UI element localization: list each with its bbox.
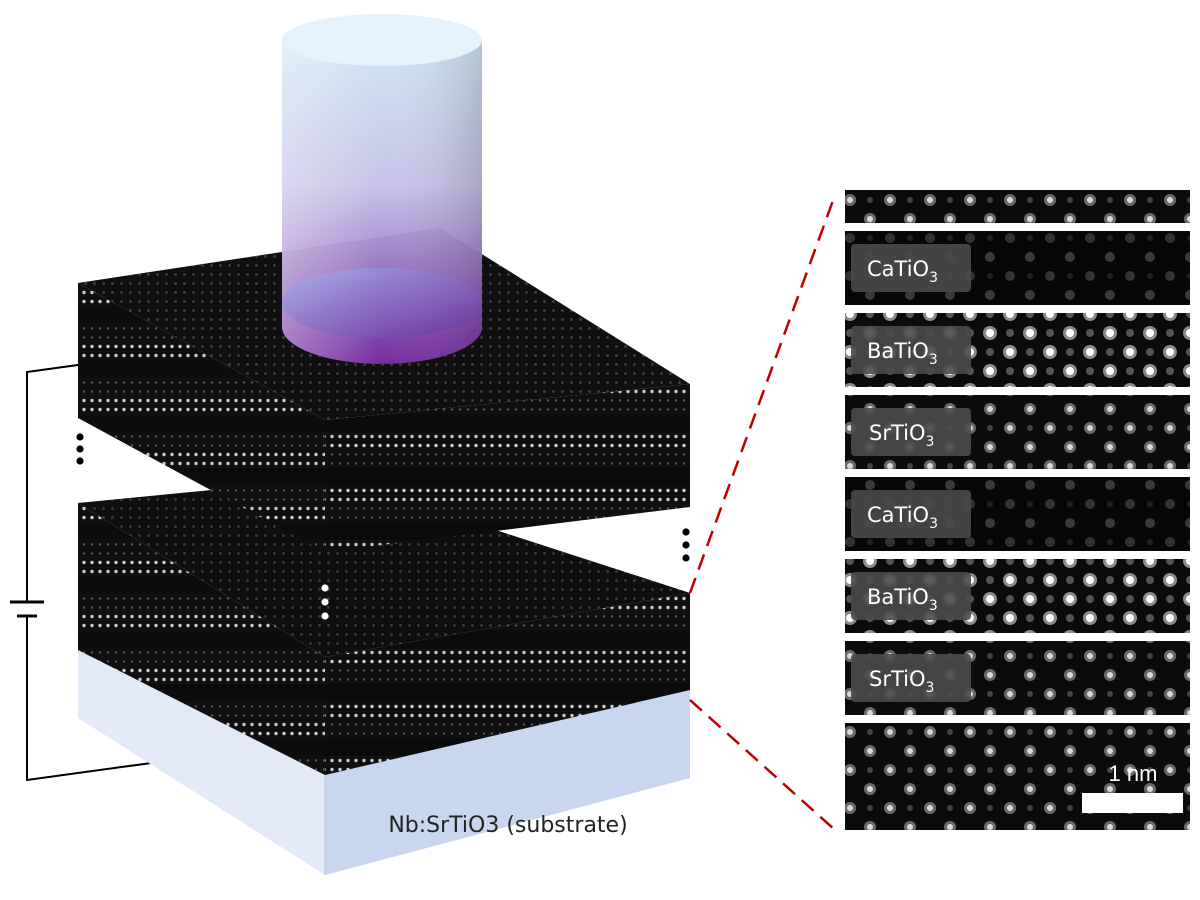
svg-text:SrTiO3: SrTiO3 <box>869 667 934 696</box>
svg-text:CaTiO3: CaTiO3 <box>867 257 938 286</box>
svg-text:BaTiO3: BaTiO3 <box>867 339 938 368</box>
scale-bar: 1 nm <box>1082 761 1183 813</box>
scale-bar-label: 1 nm <box>1109 761 1158 786</box>
layer-label-1: BaTiO3 <box>851 326 971 374</box>
layer-label-0: CaTiO3 <box>851 244 971 292</box>
stem-image-panel <box>845 190 1190 830</box>
layer-label-4: BaTiO3 <box>851 572 971 620</box>
ellipsis-left <box>76 433 84 465</box>
layer-label-2: SrTiO3 <box>851 408 971 456</box>
ellipsis-middle <box>321 584 329 620</box>
callout-lines <box>688 194 837 831</box>
svg-text:BaTiO3: BaTiO3 <box>867 585 938 614</box>
ellipsis-right <box>682 528 690 562</box>
substrate-block <box>78 650 690 875</box>
top-electrode-cylinder <box>282 14 482 364</box>
layer-label-5: SrTiO3 <box>851 654 971 702</box>
lower-multilayer-block <box>78 478 690 775</box>
layer-label-3: CaTiO3 <box>851 490 971 538</box>
svg-text:CaTiO3: CaTiO3 <box>867 503 938 532</box>
svg-text:SrTiO3: SrTiO3 <box>869 421 934 450</box>
substrate-label: Nb:SrTiO3 (substrate) <box>388 813 627 838</box>
